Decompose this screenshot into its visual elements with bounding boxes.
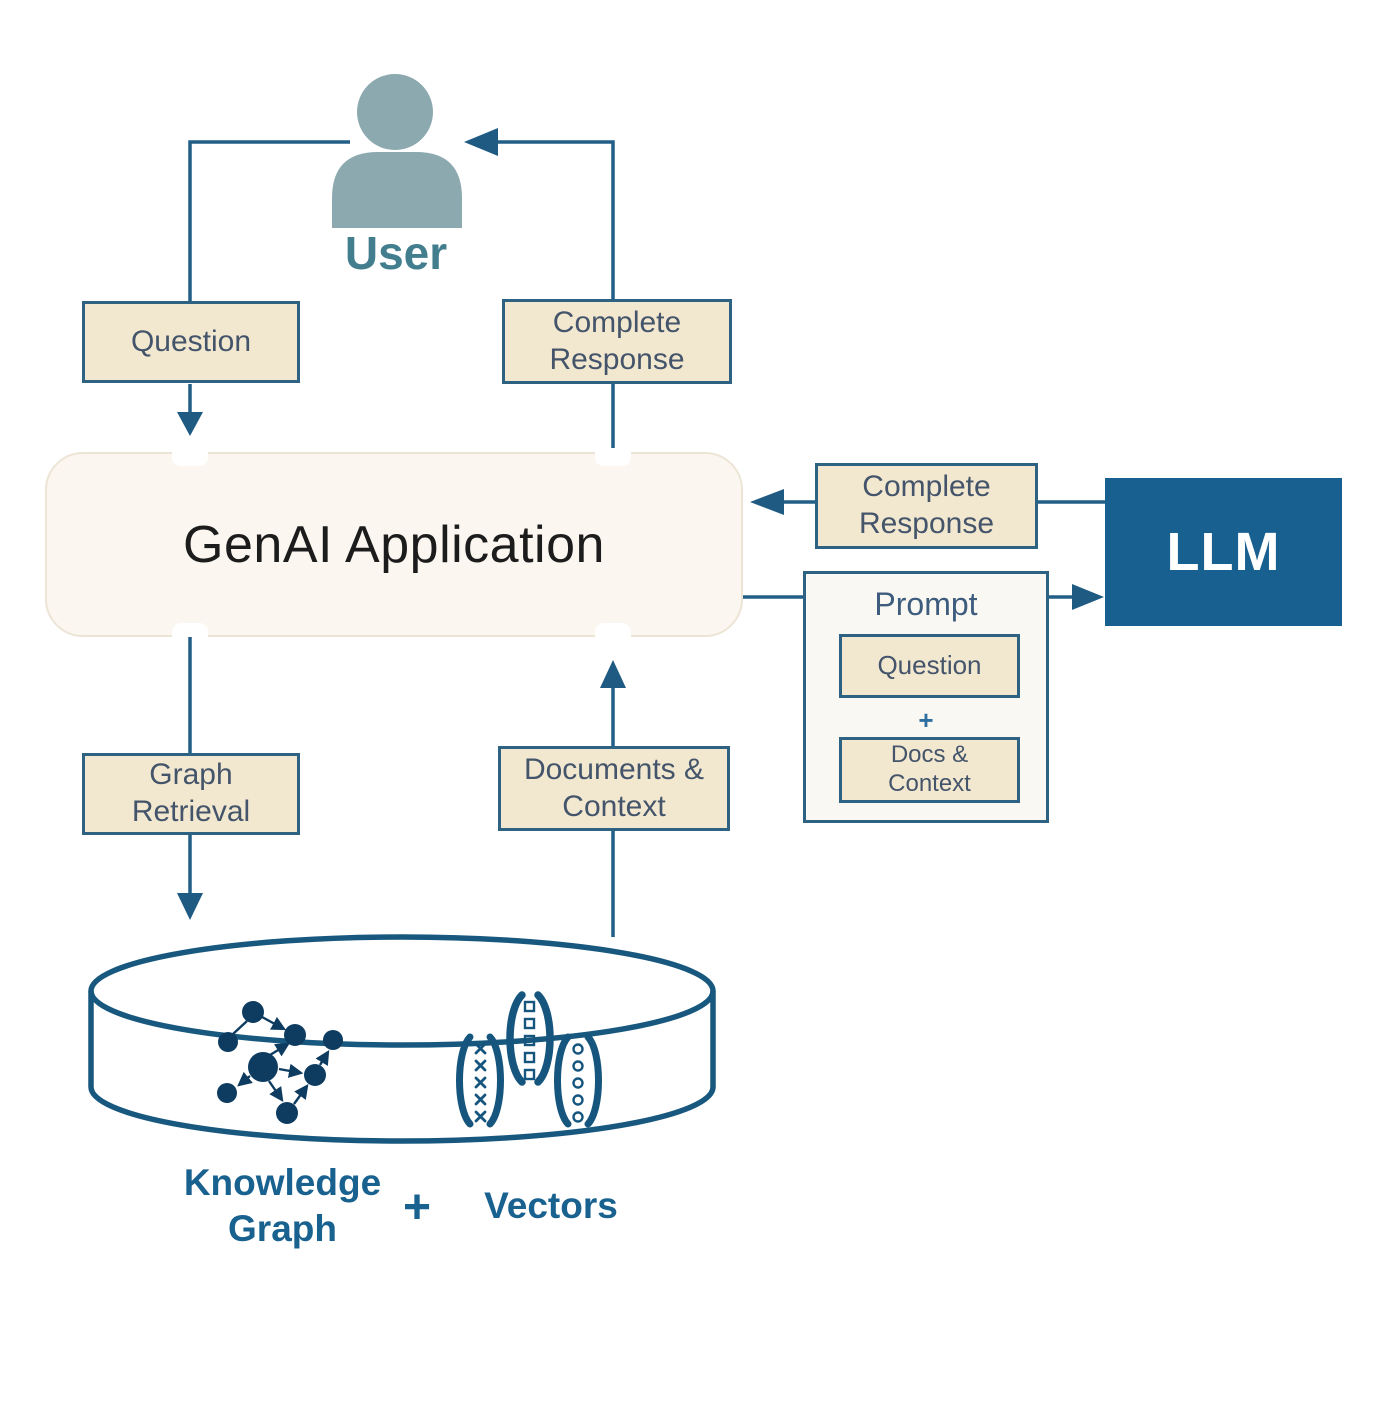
complete-response-llm-line1: Complete xyxy=(862,470,991,504)
prompt-docs-context-box: Docs & Context xyxy=(839,737,1020,803)
llm-label: LLM xyxy=(1166,522,1281,582)
graph-retrieval-box: Graph Retrieval xyxy=(82,753,300,835)
graph-retrieval-line1: Graph xyxy=(149,758,233,792)
knowledge-graph-label: Knowledge Graph xyxy=(150,1160,415,1253)
prompt-docs-line1: Docs & xyxy=(890,741,969,769)
user-icon xyxy=(332,74,462,228)
documents-context-box: Documents & Context xyxy=(498,746,730,831)
vectors-icon xyxy=(456,991,602,1128)
question-flow-box: Question xyxy=(82,301,300,383)
documents-context-line2: Context xyxy=(562,789,666,823)
prompt-title: Prompt xyxy=(874,586,978,622)
knowledge-graph-label-line1: Knowledge xyxy=(183,1162,382,1203)
complete-response-user-line1: Complete xyxy=(552,305,682,339)
datastore-cylinder-icon xyxy=(88,934,716,1144)
response-to-user-connector xyxy=(498,140,615,448)
prompt-plus-sign: + xyxy=(918,705,934,735)
arrowhead-into-user xyxy=(464,128,498,156)
arrowhead-into-genai-right xyxy=(750,489,784,515)
vector-middle xyxy=(506,991,554,1086)
plus-sign: + xyxy=(402,1181,432,1234)
prompt-question-label: Question xyxy=(877,650,982,681)
complete-response-user-line2: Response xyxy=(549,342,685,376)
prompt-docs-line2: Context xyxy=(888,770,971,797)
user-label: User xyxy=(344,227,448,279)
complete-response-user-box: Complete Response xyxy=(502,299,732,384)
prompt-question-box: Question xyxy=(839,634,1020,698)
graph-retrieval-line2: Retrieval xyxy=(131,795,251,828)
arrowhead-into-llm xyxy=(1072,584,1104,610)
vectors-label: Vectors xyxy=(484,1185,618,1226)
knowledge-graph-label-line2: Graph xyxy=(228,1208,337,1250)
llm-box: LLM xyxy=(1105,478,1342,626)
knowledge-graph-icon xyxy=(217,1001,343,1124)
question-flow-label: Question xyxy=(130,324,252,358)
complete-response-llm-box: Complete Response xyxy=(815,463,1038,549)
genai-application-label: GenAI Application xyxy=(183,515,605,574)
arrowhead-into-datastore xyxy=(177,893,203,920)
prompt-box: Prompt Question + Docs & Context xyxy=(803,571,1049,823)
documents-context-line1: Documents & xyxy=(523,752,705,786)
genai-application-box: GenAI Application xyxy=(45,452,743,637)
vector-right xyxy=(554,1033,602,1128)
vector-left xyxy=(456,1033,504,1128)
arrowhead-into-genai-top xyxy=(177,412,203,436)
arrowhead-into-genai-bottom xyxy=(600,660,626,688)
complete-response-llm-line2: Response xyxy=(858,507,995,540)
